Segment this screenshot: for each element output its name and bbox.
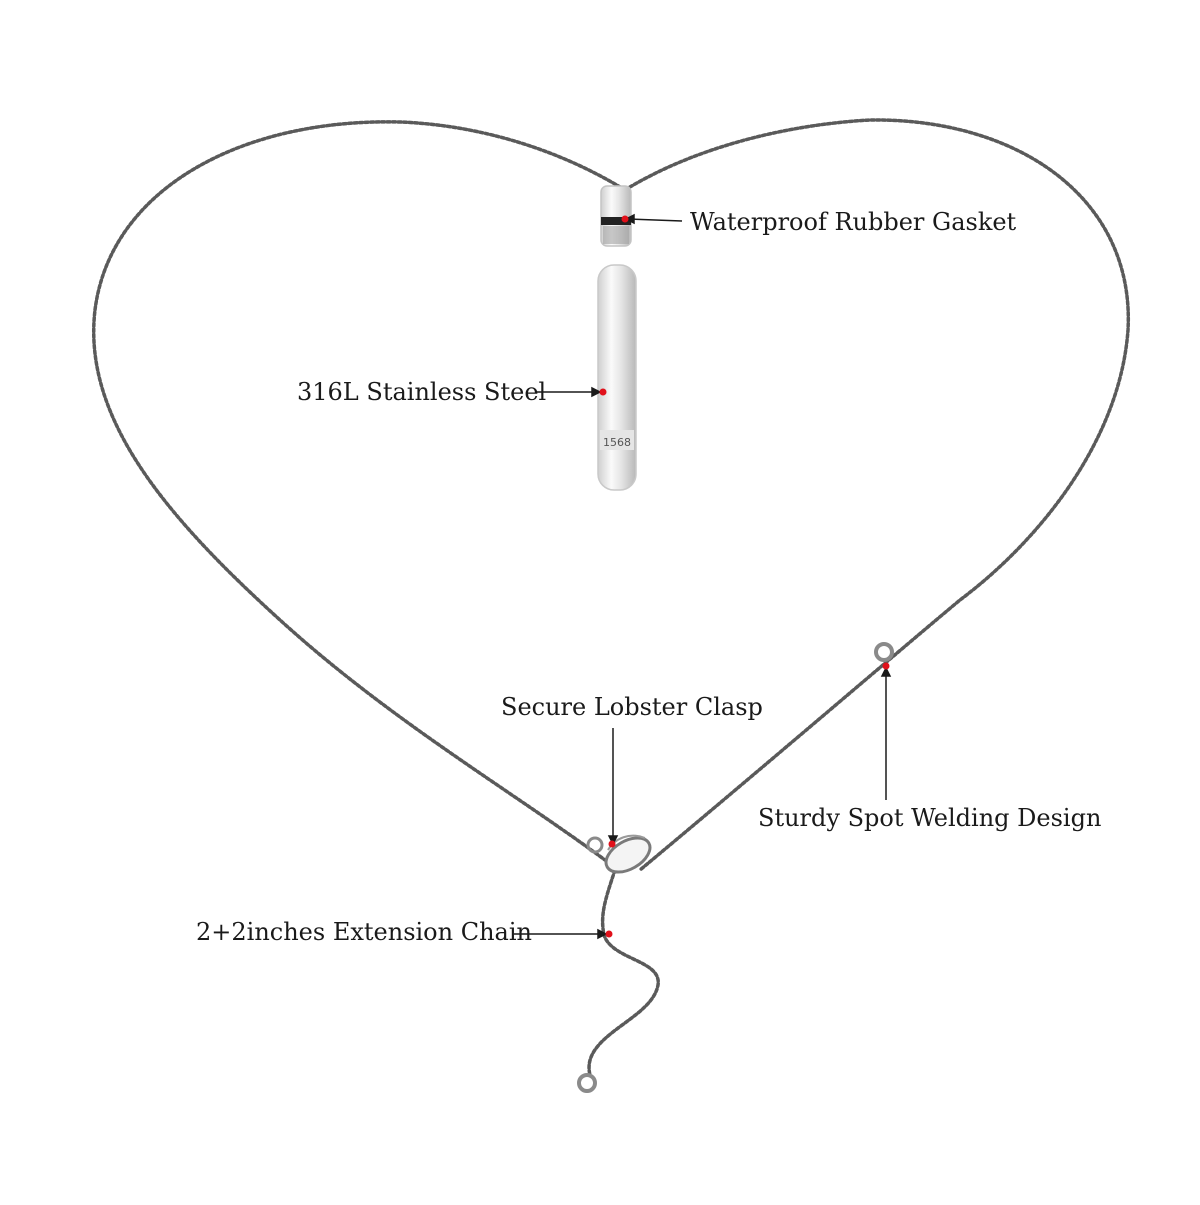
- lobster-clasp: [586, 834, 652, 874]
- label-extension-chain: 2+2inches Extension Chain: [196, 918, 532, 946]
- label-waterproof-rubber-gasket: Waterproof Rubber Gasket: [690, 208, 1017, 236]
- marker-steel: [599, 388, 607, 396]
- marker-weld: [882, 662, 890, 670]
- label-stainless-steel: 316L Stainless Steel: [297, 378, 547, 406]
- weld-ring: [874, 642, 894, 662]
- pendant-tube: [597, 264, 637, 491]
- chain-heart: [92, 120, 627, 862]
- marker-extension: [605, 930, 613, 938]
- extension-chain: [587, 868, 660, 1077]
- marker-clasp: [608, 840, 616, 848]
- marker-gasket: [621, 215, 629, 223]
- marker-dots: [599, 215, 890, 938]
- pendant-cap: [600, 185, 632, 247]
- leader-lines: [514, 213, 892, 940]
- chain-heart-right: [623, 118, 1130, 872]
- label-spot-welding: Sturdy Spot Welding Design: [758, 804, 1102, 832]
- extension-end-ring: [577, 1073, 597, 1093]
- label-lobster-clasp: Secure Lobster Clasp: [501, 693, 763, 721]
- engraving-text: 1568: [603, 436, 631, 449]
